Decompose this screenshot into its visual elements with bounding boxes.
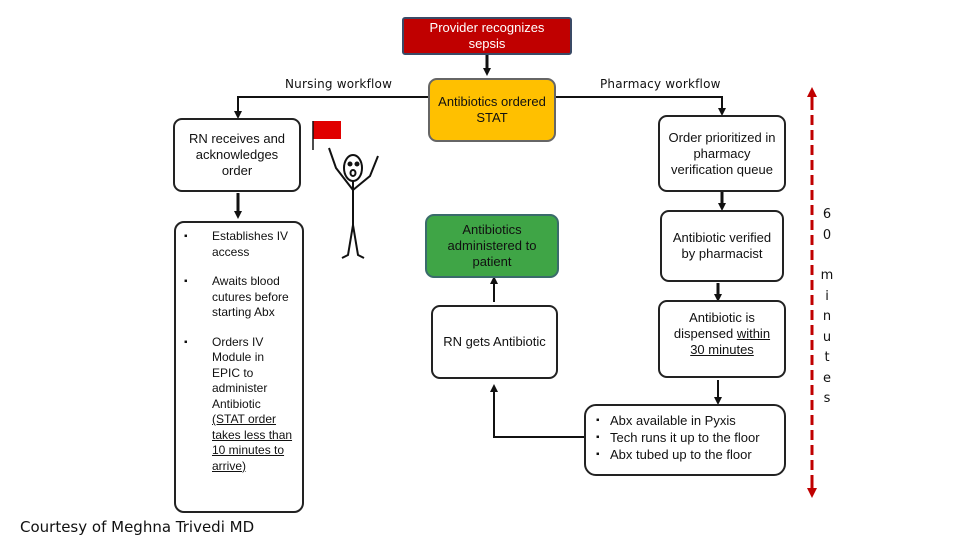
courtesy-credit: Courtesy of Meghna Trivedi MD	[20, 518, 255, 536]
list-item: Abx tubed up to the floor	[596, 446, 774, 463]
list-item: Establishes IV access	[184, 229, 294, 260]
nursing-steps-box: Establishes IV access Awaits blood cutur…	[174, 221, 304, 513]
provider-recognizes-sepsis-box: Provider recognizes sepsis	[402, 17, 572, 55]
list-item: Tech runs it up to the floor	[596, 429, 774, 446]
antibiotics-ordered-box: Antibiotics ordered STAT	[428, 78, 556, 142]
pyxis-list: Abx available in Pyxis Tech runs it up t…	[596, 412, 774, 463]
antibiotic-verified-box: Antibiotic verified by pharmacist	[660, 210, 784, 282]
nursing-step-3-note: (STAT order takes less than 10 minutes t…	[212, 412, 293, 473]
antibiotics-administered-box: Antibiotics administered to patient	[425, 214, 559, 278]
dispensed-underlined-text: within 30 minutes	[690, 326, 771, 357]
list-item: Orders IV Module in EPIC to administer A…	[184, 335, 294, 475]
antibiotic-dispensed-box: Antibiotic is dispensed within 30 minute…	[658, 300, 786, 378]
rn-receives-box: RN receives and acknowledges order	[173, 118, 301, 192]
nursing-workflow-label: Nursing workflow	[285, 77, 393, 91]
nursing-steps-list: Establishes IV access Awaits blood cutur…	[184, 229, 294, 474]
list-item: Awaits blood cutures before starting Abx	[184, 274, 294, 321]
sixty-minutes-label: 6 0 m i n u t e s	[820, 207, 834, 406]
pharmacy-workflow-label: Pharmacy workflow	[600, 77, 721, 91]
pyxis-options-box: Abx available in Pyxis Tech runs it up t…	[584, 404, 786, 476]
rn-gets-antibiotic-box: RN gets Antibiotic	[431, 305, 558, 379]
stick-figure-icon	[328, 147, 379, 259]
list-item: Abx available in Pyxis	[596, 412, 774, 429]
flag-icon	[312, 121, 341, 150]
nursing-step-3-text: Orders IV Module in EPIC to administer A…	[212, 334, 268, 411]
order-prioritized-box: Order prioritized in pharmacy verificati…	[658, 115, 786, 192]
dispensed-text: Antibiotic is dispensed	[673, 310, 755, 341]
arrow-pyxis-to-rn-gets	[490, 384, 584, 438]
